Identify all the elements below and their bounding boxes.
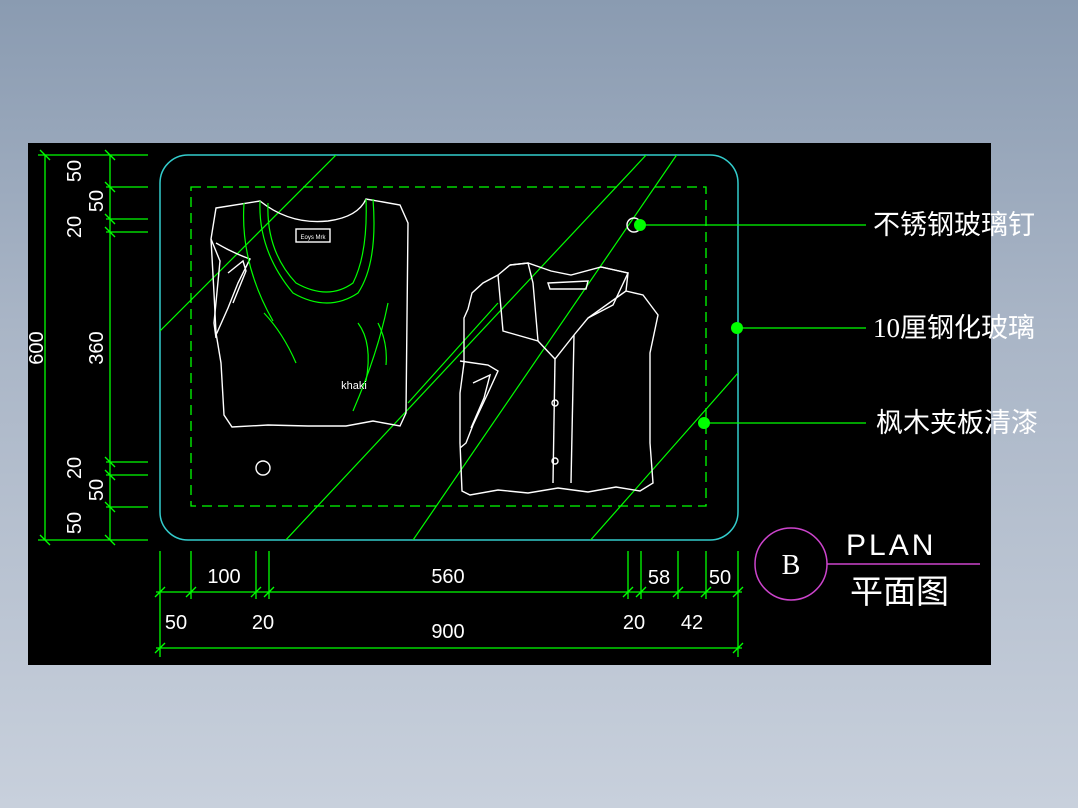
tshirt-print-text: khaki xyxy=(341,380,367,392)
dim-v-bottom-50a: 50 xyxy=(86,479,108,501)
dim-h-560: 560 xyxy=(431,566,464,588)
tshirt-tag-text: Eoys Mrk xyxy=(300,235,326,241)
dim-h-total-900: 900 xyxy=(431,621,464,643)
dim-h-20-right: 20 xyxy=(623,612,645,634)
dim-h-42: 42 xyxy=(681,612,703,634)
callout-dot-board xyxy=(698,417,710,429)
dim-v-total: 600 xyxy=(26,331,48,364)
callout-dot-pin xyxy=(634,219,646,231)
dim-h-50-right: 50 xyxy=(709,567,731,589)
callout-stainless-pin: 不锈钢玻璃钉 xyxy=(873,210,1035,240)
plan-title-cn: 平面图 xyxy=(850,575,949,611)
dim-h-58: 58 xyxy=(648,567,670,589)
tshirt-illustration: Eoys Mrk khaki xyxy=(210,198,409,428)
plan-title-en: PLAN xyxy=(846,529,936,562)
vertical-dimension-labels: 600 50 50 20 360 20 50 50 xyxy=(26,160,108,534)
dim-h-100: 100 xyxy=(207,566,240,588)
callout-dot-glass xyxy=(731,322,743,334)
dim-h-50-left: 50 xyxy=(165,612,187,634)
section-title-block: B PLAN 平面图 xyxy=(754,527,980,611)
glass-pin-bottom xyxy=(255,460,271,476)
dim-v-top-20: 20 xyxy=(64,216,86,238)
display-frame-outline xyxy=(159,154,739,541)
horizontal-dimensions xyxy=(154,551,744,657)
plan-drawing: Eoys Mrk khaki 不锈钢玻璃钉 10厘钢化玻璃 枫木夹板清漆 xyxy=(26,149,1038,657)
dim-v-top-50b: 50 xyxy=(86,190,108,212)
dim-v-top-50a: 50 xyxy=(64,160,86,182)
dim-v-middle: 360 xyxy=(86,331,108,364)
callout-tempered-glass: 10厘钢化玻璃 xyxy=(873,313,1035,343)
dress-shirt-illustration xyxy=(459,262,659,496)
cad-viewport: Eoys Mrk khaki 不锈钢玻璃钉 10厘钢化玻璃 枫木夹板清漆 xyxy=(26,143,1038,665)
callout-leaders xyxy=(640,224,866,424)
dim-v-bottom-20: 20 xyxy=(64,457,86,479)
inner-board-dashed xyxy=(190,186,707,507)
section-letter: B xyxy=(782,550,801,581)
dim-v-bottom-50b: 50 xyxy=(64,512,86,534)
vertical-dimensions xyxy=(38,149,148,546)
callout-maple-board: 枫木夹板清漆 xyxy=(876,408,1038,438)
horizontal-dimension-labels: 100 560 58 50 50 20 20 42 900 xyxy=(165,566,731,643)
dim-h-20-left: 20 xyxy=(252,612,274,634)
